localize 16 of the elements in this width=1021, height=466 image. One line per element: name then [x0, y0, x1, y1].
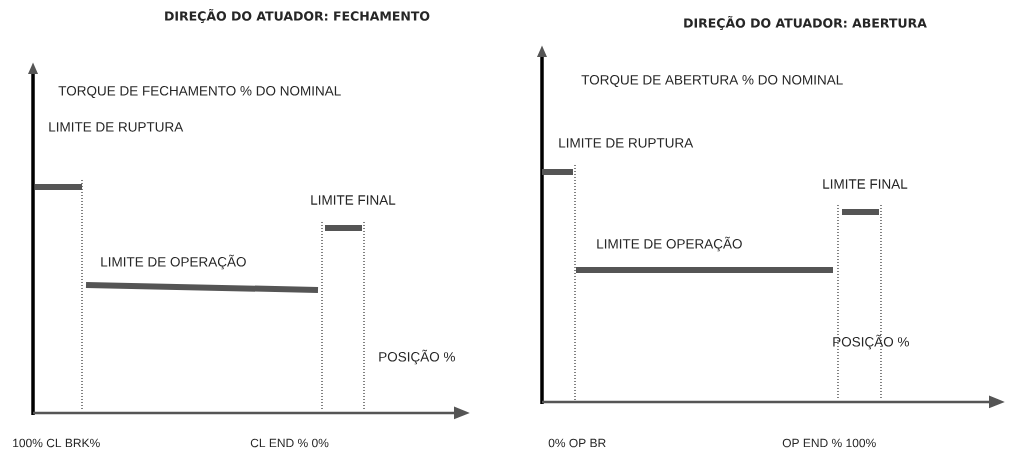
limit-label: LIMITE DE OPERAÇÃO [101, 254, 246, 270]
limit-label: LIMITE DE RUPTURA [559, 138, 694, 148]
limit-label: LIMITE DE RUPTURA [49, 122, 184, 132]
position-label: 0% OP BR [548, 438, 606, 448]
panel-title: DIREÇÃO DO ATUADOR: ABERTURA [684, 15, 927, 31]
position-label: 100% CL BRK% [13, 438, 100, 448]
limit-label: LIMITE FINAL [311, 195, 396, 205]
position-label: CL END % 0% [250, 438, 329, 448]
position-label: OP END % 100% [782, 438, 876, 448]
limit-label: LIMITE DE OPERAÇÃO [597, 236, 742, 252]
axis-label: TORQUE DE ABERTURA % DO NOMINAL [581, 75, 843, 87]
axis-label: POSIÇÃO % [833, 334, 909, 350]
axis-label: POSIÇÃO % [379, 349, 455, 365]
limit-label: LIMITE FINAL [823, 179, 908, 189]
axis-label: TORQUE DE FECHAMENTO % DO NOMINAL [58, 86, 341, 98]
panel-title: DIREÇÃO DO ATUADOR: FECHAMENTO [165, 8, 430, 24]
